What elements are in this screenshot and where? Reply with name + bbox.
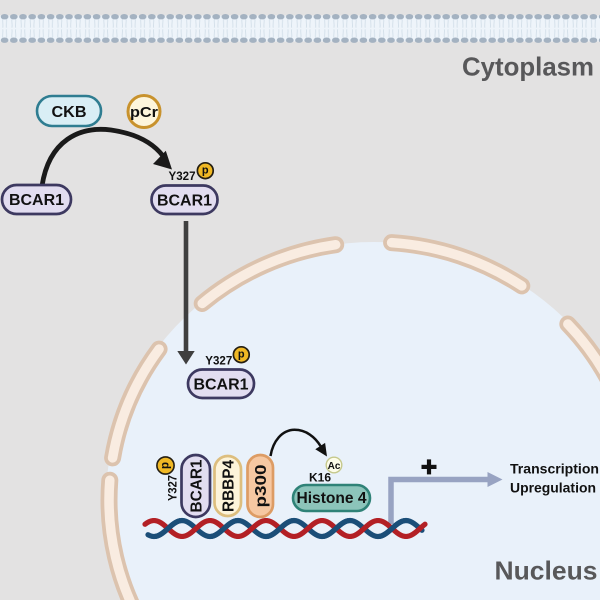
svg-text:Upregulation: Upregulation bbox=[510, 480, 596, 496]
svg-text:Transcription: Transcription bbox=[510, 461, 599, 477]
svg-text:BCAR1: BCAR1 bbox=[9, 192, 64, 209]
svg-text:pCr: pCr bbox=[130, 104, 158, 121]
svg-text:Histone 4: Histone 4 bbox=[297, 490, 367, 507]
svg-text:K16: K16 bbox=[309, 473, 331, 485]
svg-text:BCAR1: BCAR1 bbox=[188, 459, 205, 512]
svg-text:p: p bbox=[159, 462, 171, 469]
svg-text:Y327: Y327 bbox=[169, 171, 196, 183]
svg-text:Y327: Y327 bbox=[168, 475, 180, 501]
svg-text:Ac: Ac bbox=[328, 461, 341, 472]
svg-text:CKB: CKB bbox=[52, 104, 87, 121]
svg-text:RBBP4: RBBP4 bbox=[220, 460, 237, 512]
svg-text:p: p bbox=[202, 164, 209, 176]
svg-text:p300: p300 bbox=[253, 464, 270, 507]
svg-text:Y327: Y327 bbox=[205, 356, 232, 368]
svg-text:p: p bbox=[238, 348, 245, 360]
svg-text:Nucleus: Nucleus bbox=[495, 556, 598, 586]
svg-text:BCAR1: BCAR1 bbox=[194, 376, 249, 393]
svg-text:BCAR1: BCAR1 bbox=[157, 192, 212, 209]
svg-text:Cytoplasm: Cytoplasm bbox=[462, 52, 594, 82]
